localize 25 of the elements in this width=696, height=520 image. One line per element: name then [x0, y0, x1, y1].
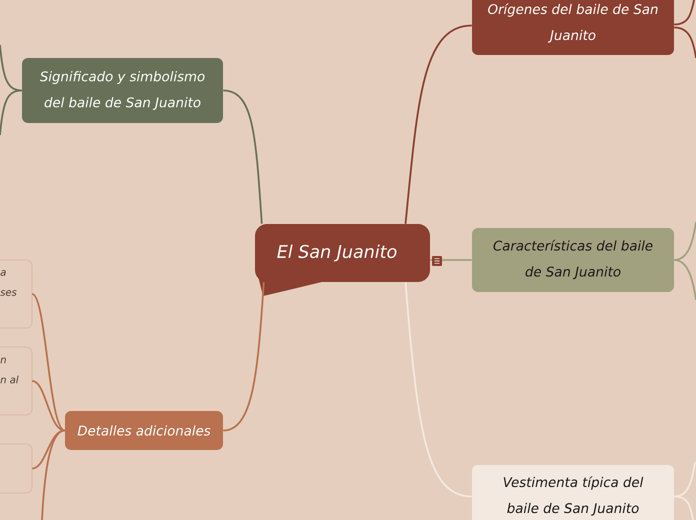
connector-line: [674, 26, 696, 58]
topic-box: Detalles adicionales: [65, 411, 223, 450]
connector-line: [32, 293, 66, 432]
connector-line: [674, 259, 696, 300]
topic-box: Orígenes del baile de San Juanito: [472, 0, 674, 55]
subtopic-box: [0, 444, 32, 494]
connector-line: [223, 282, 265, 432]
connector-line: [0, 44, 22, 92]
connector-line: [223, 90, 263, 224]
speech-bubble: El San Juanito: [255, 224, 430, 296]
connector-line: [404, 24, 472, 224]
subtopic-box: a ses: [0, 260, 32, 328]
connector-line: [674, 222, 696, 261]
connector-line: [41, 430, 66, 520]
connector-line: [32, 380, 66, 432]
connector-line: [674, 0, 695, 26]
connector-line: [674, 462, 696, 498]
topic-box: Significado y simbolismo del baile de San Juanito: [22, 58, 223, 123]
topic-box: Características del baile de San Juanito: [472, 228, 674, 292]
connector-line: [430, 259, 472, 261]
connector-line: [404, 282, 472, 498]
topic-box: Vestimenta típica del baile de San Juanito: [472, 465, 674, 520]
subtopic-box: n n al: [0, 346, 32, 416]
connector-line: [674, 496, 694, 520]
connector-line: [0, 90, 22, 136]
